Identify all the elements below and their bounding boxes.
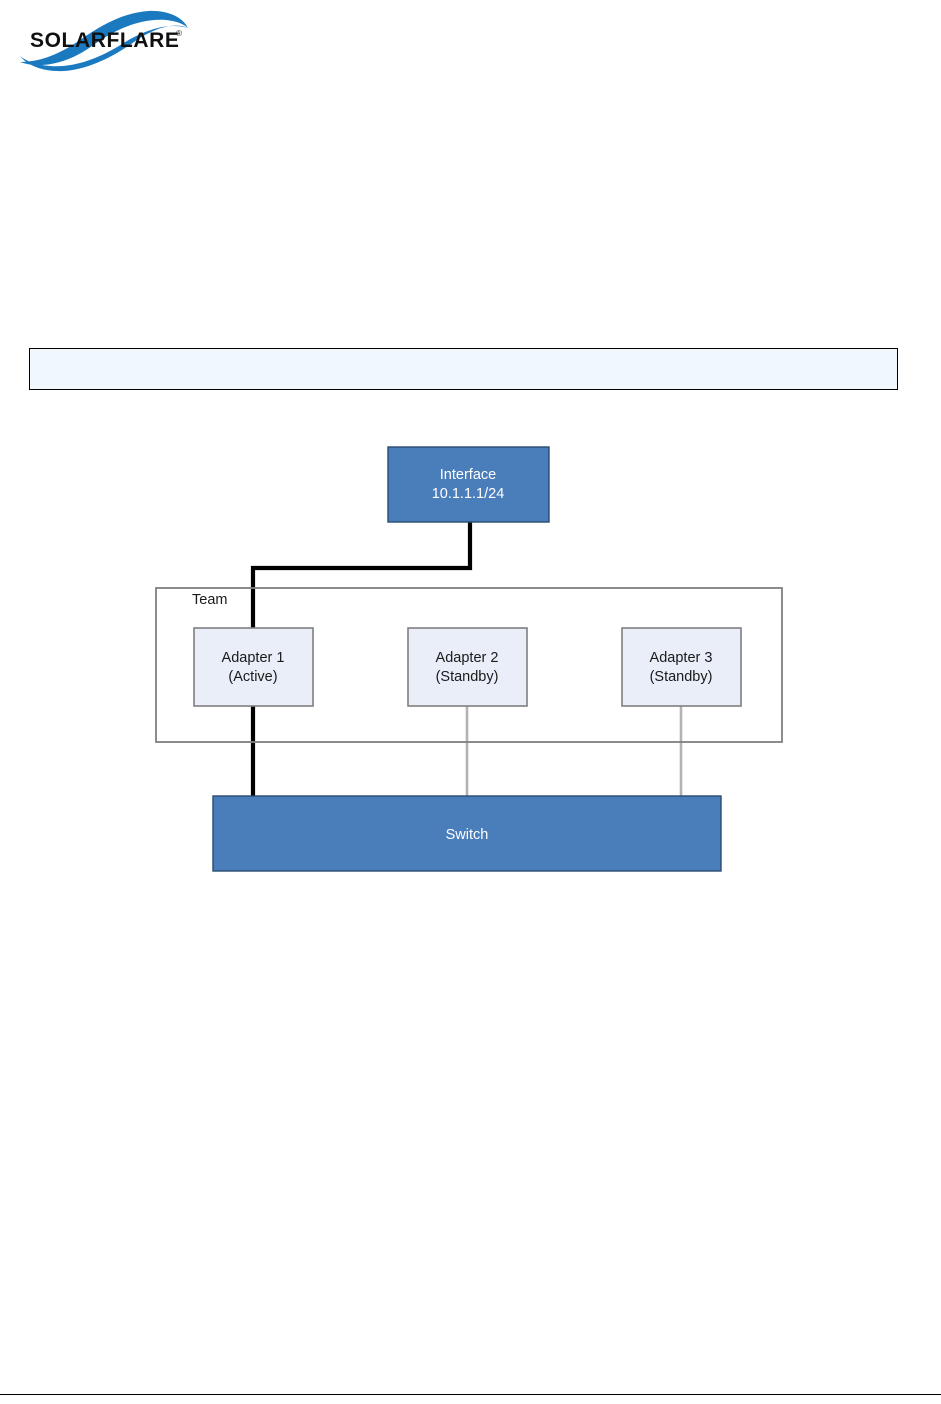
logo-swoosh-upper — [20, 10, 188, 66]
adapter-2-state: (Standby) — [436, 669, 499, 685]
team-container-frame — [155, 587, 783, 743]
teaming-diagram: Team Interface 10.1.1.1/24 Adapter 1 (Ac… — [0, 420, 941, 900]
footer-divider — [0, 1394, 941, 1395]
adapter-2-name: Adapter 2 — [436, 650, 499, 666]
adapter-3-node[interactable] — [621, 627, 742, 707]
solarflare-logo: SOLARFLARE ® — [16, 6, 192, 72]
note-callout-box — [29, 348, 898, 390]
note-callout-text — [30, 349, 897, 361]
switch-node[interactable] — [212, 795, 722, 872]
adapter-1-name: Adapter 1 — [222, 650, 285, 666]
interface-label-line1: Interface — [440, 467, 496, 483]
adapter-3-name: Adapter 3 — [650, 650, 713, 666]
interface-node[interactable] — [387, 446, 550, 523]
adapter-3-state: (Standby) — [650, 669, 713, 685]
logo-swoosh-lower — [20, 25, 188, 72]
logo-wordmark: SOLARFLARE — [30, 29, 180, 52]
adapter-1-node[interactable] — [193, 627, 314, 707]
team-label: Team — [192, 592, 227, 608]
adapter-2-node[interactable] — [407, 627, 528, 707]
logo-registered-mark: ® — [176, 29, 182, 38]
switch-label: Switch — [446, 827, 489, 843]
interface-label-line2: 10.1.1.1/24 — [432, 486, 505, 502]
adapter-1-state: (Active) — [228, 669, 277, 685]
